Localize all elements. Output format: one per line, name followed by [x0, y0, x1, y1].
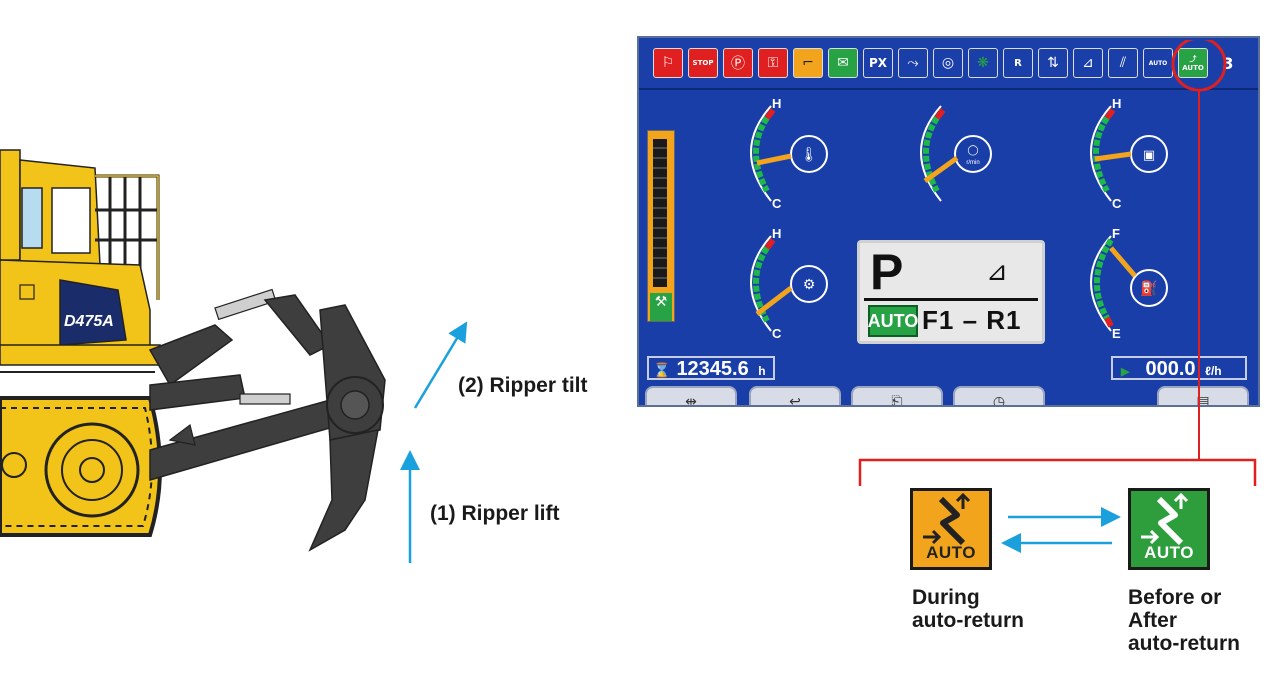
- highlight-circle: [1171, 40, 1227, 92]
- highlight-callout: [858, 40, 1257, 486]
- auto-greasing-icon: ⤳: [898, 48, 928, 78]
- auto-word-during: AUTO: [926, 543, 976, 562]
- gauge-fuel-level: ⛽: [1090, 235, 1168, 332]
- stop-icon: STOP: [688, 48, 718, 78]
- fan-icon: ❋: [968, 48, 998, 78]
- tab-return[interactable]: ↩: [749, 386, 841, 405]
- fuel-consumption: ▶ 000.0 ℓ/h: [1111, 356, 1247, 380]
- rpm-unit: r/min: [966, 160, 979, 166]
- svg-text:◯: ◯: [967, 145, 978, 156]
- powertrain-cold-letter: C: [772, 326, 782, 341]
- ripper-icon-2: ⫽: [1108, 48, 1138, 78]
- reverse-icon: R: [1003, 48, 1033, 78]
- ripper-auto-return-icon[interactable]: ⤴AUTO: [1178, 48, 1208, 78]
- gear-mode: P: [870, 244, 904, 300]
- icon-bar: ⚐ STOP Ⓟ ⚿ ⌐ ✉ PX ⤳ ◎ ❋ R ⇅ ⊿ ⫽ AUTO ⤴AU…: [639, 38, 1258, 90]
- svg-text:🌡: 🌡: [800, 147, 818, 163]
- svg-text:⛽: ⛽: [1140, 280, 1157, 297]
- work-equipment-icon: ⌐: [793, 48, 823, 78]
- gear-divider: [864, 298, 1038, 301]
- tab-clock[interactable]: ◷: [953, 386, 1045, 405]
- ripper-lift-label: (1) Ripper lift: [430, 502, 560, 525]
- lock-lever-icon: ⚿: [758, 48, 788, 78]
- coolant-hot-letter: H: [772, 96, 782, 111]
- auto-shift-badge: AUTO: [868, 305, 918, 337]
- ripper-mode-icon: ⊿: [986, 257, 1008, 287]
- hour-unit: h: [758, 364, 766, 378]
- svg-text:▣: ▣: [1143, 148, 1155, 163]
- track: [0, 396, 162, 537]
- tab-blade-ripper[interactable]: ⇹: [645, 386, 737, 405]
- hydraulic-cold-letter: C: [1112, 196, 1122, 211]
- fuel-empty-letter: E: [1112, 326, 1121, 341]
- machine-illustration: D475A: [0, 149, 386, 552]
- transition-arrows: [1001, 507, 1121, 553]
- gauge-power-train-temp: ⚙: [750, 235, 828, 332]
- coolant-cold-letter: C: [772, 196, 782, 211]
- seatbelt-icon: ⚐: [653, 48, 683, 78]
- page-number[interactable]: 3: [1213, 48, 1243, 78]
- gear-range-text: F1 – R1: [922, 305, 1022, 335]
- powertrain-hot-letter: H: [772, 226, 782, 241]
- callout-bracket: [858, 458, 1257, 486]
- message-icon: ✉: [828, 48, 858, 78]
- ripper-depth-bar: ⚒: [647, 130, 675, 322]
- eco-icon: ◎: [933, 48, 963, 78]
- fuel-rate-value: 000.0: [1145, 358, 1196, 380]
- cab: [0, 149, 160, 300]
- ripper-tilt-arrow: [413, 321, 468, 409]
- auto-word-before-after: AUTO: [1144, 543, 1194, 562]
- model-badge: D475A: [64, 313, 114, 330]
- before-after-label: Before or After auto-return: [1128, 586, 1240, 655]
- blade-icon: ⊿: [1073, 48, 1103, 78]
- ripper-auto-icon-before-after: AUTO: [1128, 488, 1210, 570]
- gauge-engine-speed: ◯ r/min: [920, 105, 992, 202]
- fuel-full-letter: F: [1112, 226, 1120, 241]
- machine-body: [0, 259, 161, 373]
- ripper-tilt-label: (2) Ripper tilt: [458, 374, 588, 397]
- tab-camera[interactable]: ⎗: [851, 386, 943, 405]
- machine-monitor: ⚐ STOP Ⓟ ⚿ ⌐ ✉ PX ⤳ ◎ ❋ R ⇅ ⊿ ⫽ AUTO ⤴AU…: [637, 36, 1260, 407]
- hour-meter-value: 12345.6: [676, 358, 749, 380]
- ripper-icon-1: ⇅: [1038, 48, 1068, 78]
- px-icon: PX: [863, 48, 893, 78]
- gear-display: P ⊿ AUTO F1 – R1: [857, 240, 1045, 344]
- gauge-hydraulic-temp: ▣: [1090, 105, 1168, 202]
- fuel-rate-unit: ℓ/h: [1205, 364, 1222, 378]
- fuel-rate-icon: ▶: [1121, 366, 1130, 378]
- parking-brake-icon: Ⓟ: [723, 48, 753, 78]
- ripper: [148, 288, 386, 552]
- gauge-coolant-temp: 🌡: [750, 105, 828, 202]
- hourglass-icon: ⌛: [653, 363, 671, 379]
- hour-meter: ⌛ 12345.6 h: [647, 356, 775, 380]
- hydraulic-hot-letter: H: [1112, 96, 1122, 111]
- svg-text:⚙: ⚙: [803, 277, 816, 293]
- during-label: During auto-return: [912, 586, 1024, 632]
- motion-arrows: [400, 321, 468, 563]
- ripper-auto-icon-during: AUTO: [910, 488, 992, 570]
